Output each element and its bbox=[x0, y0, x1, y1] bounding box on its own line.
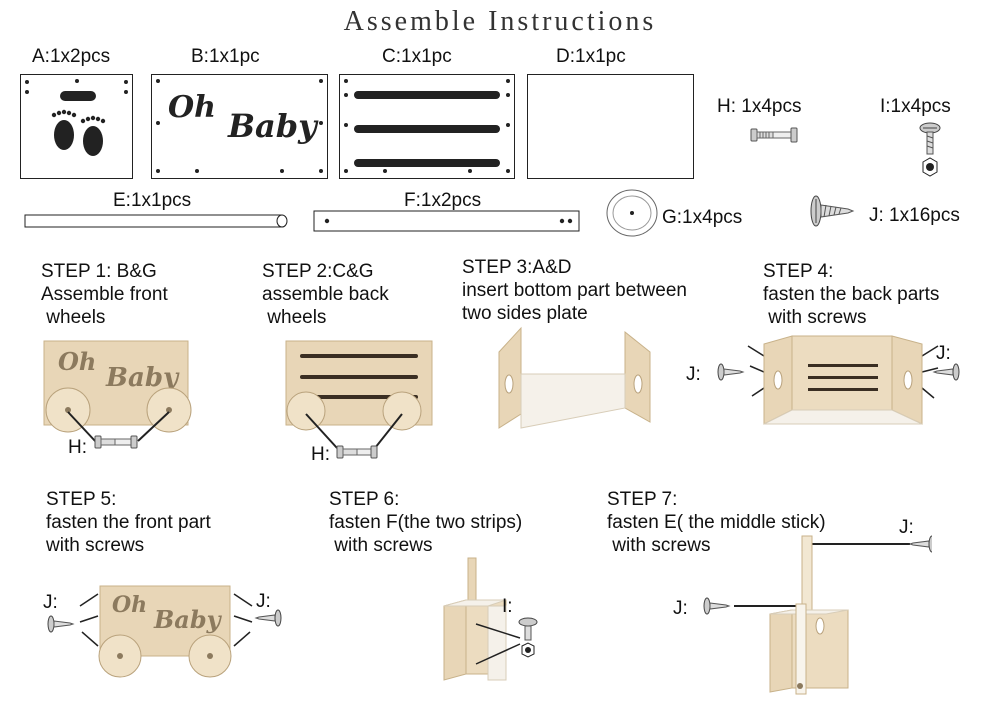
part-h-label: H: 1x4pcs bbox=[717, 96, 802, 117]
svg-text:Oh: Oh bbox=[112, 592, 147, 618]
part-a-drawing bbox=[25, 79, 128, 156]
step-5-callout-j-right: J: bbox=[256, 591, 271, 612]
step-2-text: STEP 2:C&G assemble back wheels bbox=[262, 261, 389, 328]
step-4-callout-j-left: J: bbox=[686, 364, 701, 385]
part-a-label: A:1x2pcs bbox=[32, 46, 111, 67]
baby-text: Baby bbox=[227, 107, 319, 145]
screw-i-icon bbox=[919, 122, 941, 177]
part-g-washer-icon bbox=[606, 189, 658, 237]
part-f-label: F:1x2pcs bbox=[404, 190, 482, 211]
part-e-label: E:1x1pcs bbox=[113, 190, 192, 211]
step-7-text: STEP 7: fasten E( the middle stick) with… bbox=[607, 489, 826, 556]
part-c-drawing bbox=[344, 79, 510, 173]
step-3-illustration bbox=[498, 326, 651, 429]
step-2-illustration bbox=[285, 340, 433, 459]
step-4-illustration bbox=[717, 335, 960, 425]
part-d-label: D:1x1pc bbox=[556, 46, 626, 67]
part-j-label: J: 1x16pcs bbox=[869, 205, 960, 226]
step-1-text: STEP 1: B&G Assemble front wheels bbox=[41, 261, 168, 328]
step-7-illustration bbox=[703, 535, 932, 695]
part-e-stick bbox=[24, 214, 288, 228]
part-c-label: C:1x1pc bbox=[382, 46, 452, 67]
step-5-text: STEP 5: fasten the front part with screw… bbox=[46, 489, 211, 556]
svg-text:Baby: Baby bbox=[153, 605, 223, 634]
part-c-plate bbox=[339, 74, 515, 179]
step-2-callout-h: H: bbox=[311, 444, 330, 465]
part-f-strip bbox=[313, 210, 580, 232]
screw-j-icon bbox=[810, 195, 855, 227]
step-6-text: STEP 6: fasten F(the two strips) with sc… bbox=[329, 489, 523, 556]
part-d-plate bbox=[527, 74, 694, 179]
step-6-callout-i: I: bbox=[502, 596, 513, 617]
part-i-label: I:1x4pcs bbox=[880, 96, 951, 117]
footprints-icon bbox=[51, 109, 106, 156]
bolt-h-icon bbox=[750, 127, 798, 143]
step-1-callout-h: H: bbox=[68, 437, 87, 458]
step-4-callout-j-right: J: bbox=[936, 343, 951, 364]
oh-text: Oh bbox=[168, 90, 216, 125]
svg-text:Oh: Oh bbox=[58, 347, 96, 376]
step-1-illustration: Oh Baby bbox=[43, 340, 192, 449]
step-4-text: STEP 4: fasten the back parts with screw… bbox=[763, 261, 940, 328]
step-6-illustration bbox=[443, 557, 538, 681]
step-5-callout-j-left: J: bbox=[43, 592, 58, 613]
step-7-callout-j-left: J: bbox=[673, 598, 688, 619]
step-5-illustration: Oh Baby bbox=[47, 585, 282, 678]
part-b-label: B:1x1pc bbox=[191, 46, 260, 67]
part-b-drawing: Oh Baby bbox=[156, 79, 323, 173]
page-title: Assemble Instructions bbox=[343, 6, 657, 37]
part-a-plate bbox=[20, 74, 133, 179]
step-3-text: STEP 3:A&D insert bottom part between tw… bbox=[462, 257, 687, 324]
step-7-callout-j-top: J: bbox=[899, 517, 914, 538]
part-b-plate: Oh Baby bbox=[151, 74, 328, 179]
part-g-label: G:1x4pcs bbox=[662, 207, 743, 228]
